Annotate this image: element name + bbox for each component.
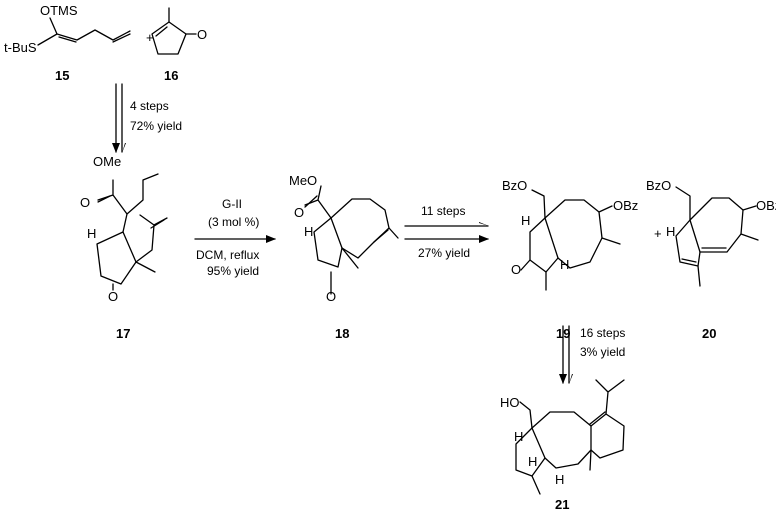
- h-label-2: H: [528, 454, 537, 469]
- h-label-2: H: [560, 257, 569, 272]
- arrow-2-yield: 95% yield: [207, 264, 259, 278]
- compound-16: O 16: [151, 7, 207, 83]
- reaction-arrow-3: 11 steps 27% yield: [404, 204, 489, 260]
- reaction-arrow-1: 4 steps 72% yield: [112, 83, 182, 153]
- h-label: H: [87, 226, 96, 241]
- arrow-1-yield: 72% yield: [130, 119, 182, 133]
- ketone-o-label: O: [511, 262, 521, 277]
- arrow-3-yield: 27% yield: [418, 246, 470, 260]
- ketone-o-label: O: [197, 27, 207, 42]
- compound-number-16: 16: [164, 68, 178, 83]
- compound-15: OTMS t-BuS 15: [4, 3, 131, 83]
- ome-label: OMe: [93, 154, 121, 169]
- h-label-1: H: [514, 429, 523, 444]
- h-label: H: [304, 224, 313, 239]
- h-label-3: H: [555, 472, 564, 487]
- ketone-o-label: O: [326, 289, 336, 304]
- compound-number-15: 15: [55, 68, 69, 83]
- meo-label: MeO: [289, 173, 317, 188]
- compound-number-18: 18: [335, 326, 349, 341]
- h-label: H: [666, 224, 675, 239]
- plus-sign-2: +: [654, 226, 662, 241]
- arrow-2-catalyst: G-II: [222, 197, 242, 211]
- compound-19: BzO OBz H H O 19: [502, 178, 638, 341]
- compound-number-20: 20: [702, 326, 716, 341]
- arrow-4-steps: 16 steps: [580, 326, 625, 340]
- ketone-o-label: O: [108, 289, 118, 304]
- compound-17: OMe O H O 17: [80, 154, 168, 341]
- reaction-arrow-2: G-II (3 mol %) DCM, reflux 95% yield: [194, 197, 276, 278]
- compound-number-21: 21: [555, 497, 569, 511]
- ester-o-label: O: [80, 195, 90, 210]
- obz-label: OBz: [756, 198, 776, 213]
- compound-18: MeO O H O 18: [289, 173, 399, 341]
- compound-21: HO H H H 21: [500, 379, 625, 511]
- arrow-1-steps: 4 steps: [130, 99, 169, 113]
- compound-number-17: 17: [116, 326, 130, 341]
- otms-label: OTMS: [40, 3, 78, 18]
- compound-20: BzO OBz H 20: [646, 178, 776, 341]
- arrow-2-loading: (3 mol %): [208, 215, 259, 229]
- plus-sign-1: +: [146, 30, 154, 45]
- ho-label: HO: [500, 395, 520, 410]
- tbus-label: t-BuS: [4, 40, 37, 55]
- arrow-3-steps: 11 steps: [421, 204, 465, 218]
- obz-label: OBz: [613, 198, 638, 213]
- arrow-2-conditions: DCM, reflux: [196, 248, 259, 262]
- bzo-label: BzO: [502, 178, 527, 193]
- bzo-label: BzO: [646, 178, 671, 193]
- arrow-4-yield: 3% yield: [580, 345, 625, 359]
- h-label-1: H: [521, 213, 530, 228]
- ester-o-label: O: [294, 205, 304, 220]
- reaction-arrow-4: 16 steps 3% yield: [559, 325, 625, 384]
